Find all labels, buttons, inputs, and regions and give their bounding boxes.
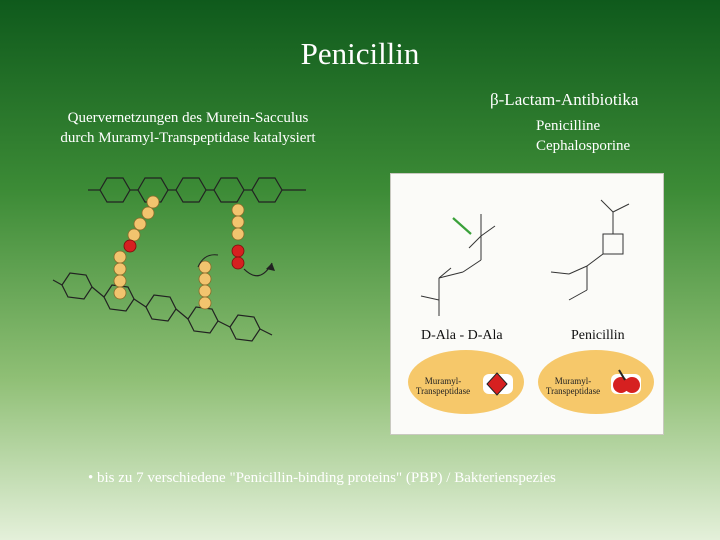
antibiotic-item-penicilline: Penicilline [536, 118, 601, 134]
penicillin-bound-1 [613, 377, 629, 393]
left-caption: Quervernetzungen des Murein-Sacculus dur… [28, 108, 348, 148]
antibiotic-item-cephalosporine: Cephalosporine [536, 138, 631, 154]
murein-crosslink-diagram [52, 177, 306, 342]
slide-title: Penicillin [300, 36, 420, 71]
left-caption-line2: durch Muramyl-Transpeptidase katalysiert [60, 130, 316, 146]
reaction-arrow-green [452, 217, 472, 235]
enzyme-label-left: Muramyl- Transpeptidase [415, 376, 471, 396]
penicillin-label: Penicillin [571, 328, 625, 343]
top-glycan-strand [88, 177, 306, 203]
link-arrow [197, 254, 219, 268]
beta-lactam-heading: β-Lactam-Antibiotika [490, 90, 639, 109]
penicillin-structure [550, 199, 630, 301]
pbp-bullet-point: • bis zu 7 verschiedene "Penicillin-bind… [88, 470, 556, 486]
bottom-glycan-strand [52, 272, 273, 342]
chemistry-panel: D-Ala - D-Ala Penicillin Muramyl- Transp… [390, 173, 664, 435]
d-ala-d-ala-structure [420, 214, 496, 316]
substrate-diamond [486, 372, 508, 396]
enzyme-left-blob [408, 350, 524, 414]
structure-drawings [408, 199, 654, 414]
terminal-d-ala-bead [123, 239, 137, 253]
peptide-chain-open [198, 203, 245, 310]
acceptor-d-ala-bead [231, 256, 245, 270]
antibiotic-list: Penicilline Cephalosporine [536, 116, 630, 156]
left-caption-line1: Quervernetzungen des Murein-Sacculus [67, 110, 309, 126]
d-ala-d-ala-label: D-Ala - D-Ala [421, 328, 503, 343]
peptide-chain-crosslinked [113, 195, 160, 300]
enzyme-label-right: Muramyl- Transpeptidase [545, 376, 601, 396]
penicillin-bound-2 [624, 377, 640, 393]
released-d-ala-bead [231, 244, 245, 258]
enzyme-right-blob [538, 350, 654, 414]
